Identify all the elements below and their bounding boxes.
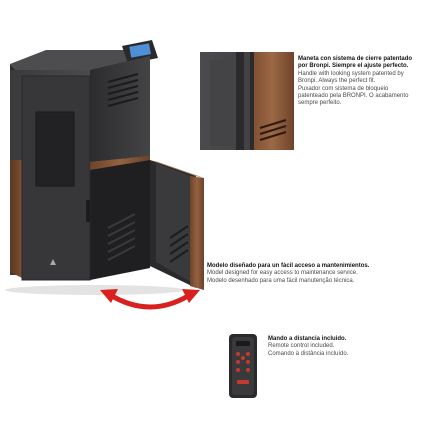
- maintenance-caption-title: Modelo diseñado para un fácil acceso a m…: [207, 263, 370, 269]
- wood-panel-lower: [90, 160, 150, 280]
- door-handle: [86, 200, 90, 222]
- handle-caption-pt: Puxador com sistema de bloqueio patentea…: [298, 85, 409, 107]
- wood-panel-left: [10, 160, 22, 278]
- maintenance-caption-pt: Modelo desenhado para uma fácil manutenç…: [207, 277, 355, 284]
- remote-caption-pt: Comando à distância incluído.: [268, 350, 349, 357]
- remote-caption-en: Remote control included.: [268, 343, 335, 350]
- maintenance-caption: Modelo diseñado para un fácil acceso a m…: [207, 263, 397, 285]
- stove-glass-window: [36, 112, 74, 186]
- brand-logo: [50, 259, 56, 265]
- handle-detail-photo: [200, 52, 294, 150]
- open-maintenance-door: [150, 160, 204, 290]
- remote-caption-title: Mando a distancia incluido.: [268, 336, 347, 342]
- handle-caption: Maneta con sistema de cierre patentado p…: [298, 56, 416, 108]
- remote-control-photo: [229, 334, 257, 398]
- stove-illustration: [5, 40, 204, 310]
- stove-upper-side: [90, 56, 150, 162]
- double-arrow-icon: [100, 289, 200, 310]
- maintenance-caption-en: Model designed for easy access to mainte…: [207, 270, 358, 277]
- handle-caption-en: Handle with looking system patented by B…: [298, 70, 404, 85]
- handle-caption-title: Maneta con sistema de cierre patentado p…: [298, 56, 413, 70]
- remote-caption: Mando a distancia incluido. Remote contr…: [268, 336, 398, 358]
